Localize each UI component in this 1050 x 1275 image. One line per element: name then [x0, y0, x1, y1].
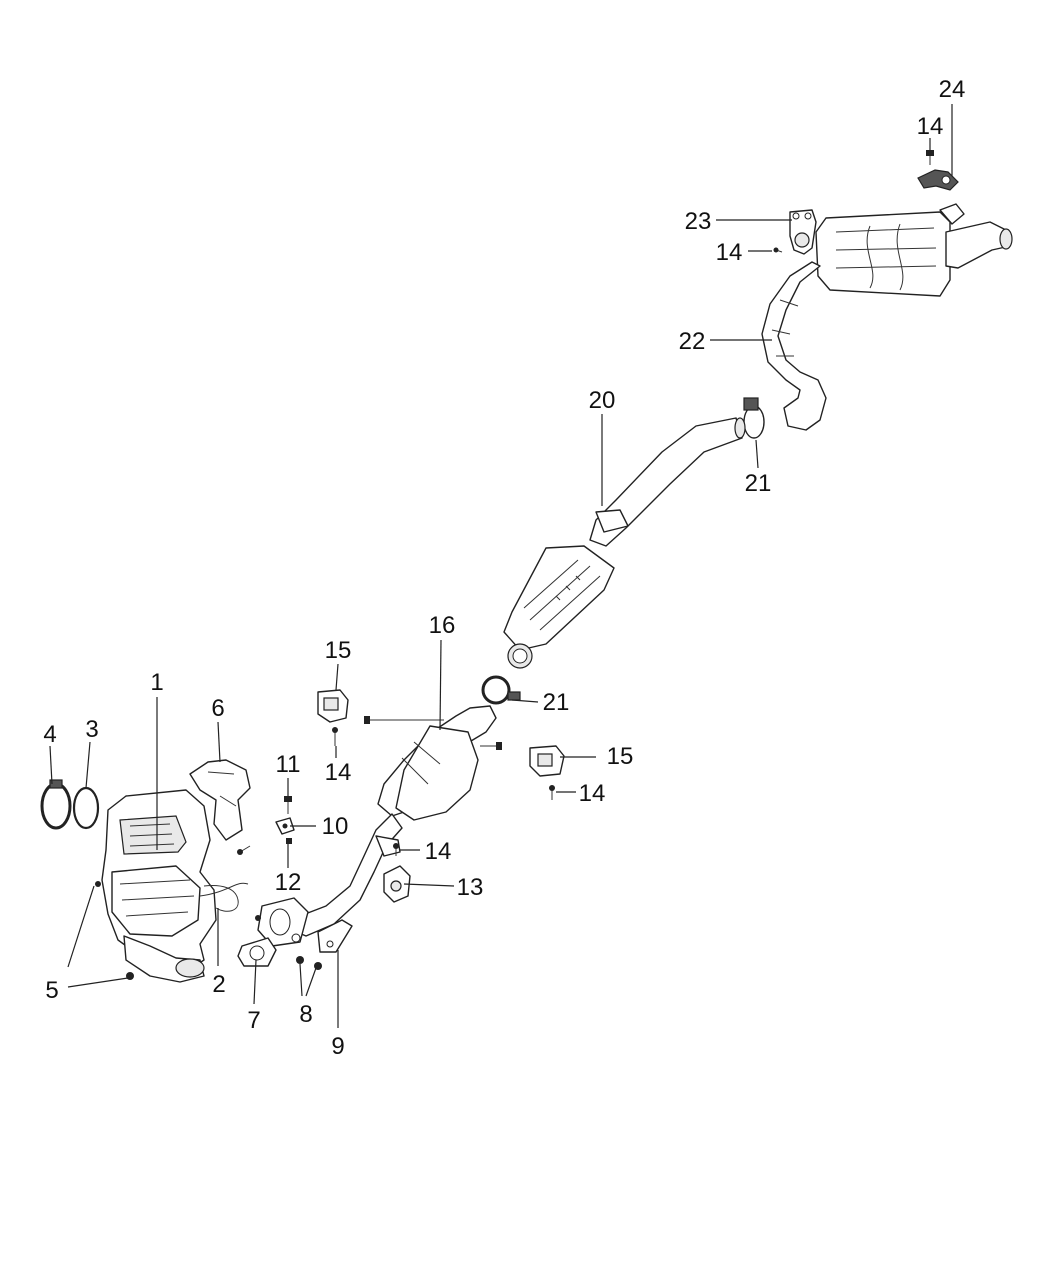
- part-21-upper-clamp: [743, 397, 765, 439]
- callout-20: 20: [589, 387, 616, 414]
- part-16-catalyst: [257, 705, 502, 947]
- part-23-isolator: [789, 209, 817, 255]
- part-12-nut: [286, 838, 292, 844]
- callout-12: 12: [275, 869, 302, 896]
- callout-15-left: 15: [325, 637, 352, 664]
- callout-1: 1: [150, 669, 163, 696]
- callout-21-upper: 21: [745, 470, 772, 497]
- bolt-14-upper: [926, 150, 934, 165]
- callout-22: 22: [679, 328, 706, 355]
- bolt-14-15-right: [549, 785, 555, 800]
- callout-13: 13: [457, 874, 484, 901]
- callout-14-isolator-13: 14: [425, 838, 452, 865]
- callout-7: 7: [247, 1007, 260, 1034]
- callout-24: 24: [939, 76, 966, 103]
- part-4-vband-clamp: [40, 779, 72, 830]
- callout-2: 2: [212, 971, 225, 998]
- part-15-right-isolator: [529, 745, 565, 777]
- callout-14-upper: 14: [917, 113, 944, 140]
- callout-21-lower: 21: [543, 689, 570, 716]
- part-7-gasket: [237, 937, 277, 967]
- part-7-nut: [255, 915, 261, 921]
- callout-5: 5: [45, 977, 58, 1004]
- part-3-oring: [72, 786, 100, 830]
- part-11-bolt: [284, 796, 292, 814]
- part-1-turbo-catalyst: [95, 789, 249, 983]
- bolt-14-15-left: [332, 727, 338, 746]
- callout-15-right: 15: [607, 743, 634, 770]
- bolt-14-23: [773, 247, 783, 253]
- callout-14-left-15: 14: [325, 759, 352, 786]
- callout-4: 4: [43, 721, 56, 748]
- callout-14-isolator-23: 14: [716, 239, 743, 266]
- part-9-support-bracket: [317, 919, 353, 953]
- callout-16: 16: [429, 612, 456, 639]
- callout-23: 23: [685, 208, 712, 235]
- part-24-hanger-bracket: [917, 169, 959, 191]
- part-6-bracket: [189, 759, 251, 855]
- leader-lines: [49, 104, 953, 1028]
- part-21-lower-clamp: [481, 675, 521, 705]
- part-20-intermediate-pipe: [503, 417, 746, 669]
- callout-10: 10: [322, 813, 349, 840]
- part-13-isolator: [383, 865, 411, 903]
- callout-11: 11: [276, 751, 301, 778]
- callout-labels: 1 2 3 4 5 6 7 8 9 10 11 12 13 14 14 14 1…: [43, 76, 966, 1060]
- part-22-rear-muffler: [761, 203, 1013, 431]
- callout-6: 6: [211, 695, 224, 722]
- callout-9: 9: [331, 1033, 344, 1060]
- callout-14-right-15: 14: [579, 780, 606, 807]
- bolt-14-13: [393, 843, 399, 856]
- callout-3: 3: [85, 716, 98, 743]
- part-15-left-isolator: [317, 689, 349, 723]
- part-10-bracket: [275, 817, 295, 835]
- callout-8: 8: [299, 1001, 312, 1028]
